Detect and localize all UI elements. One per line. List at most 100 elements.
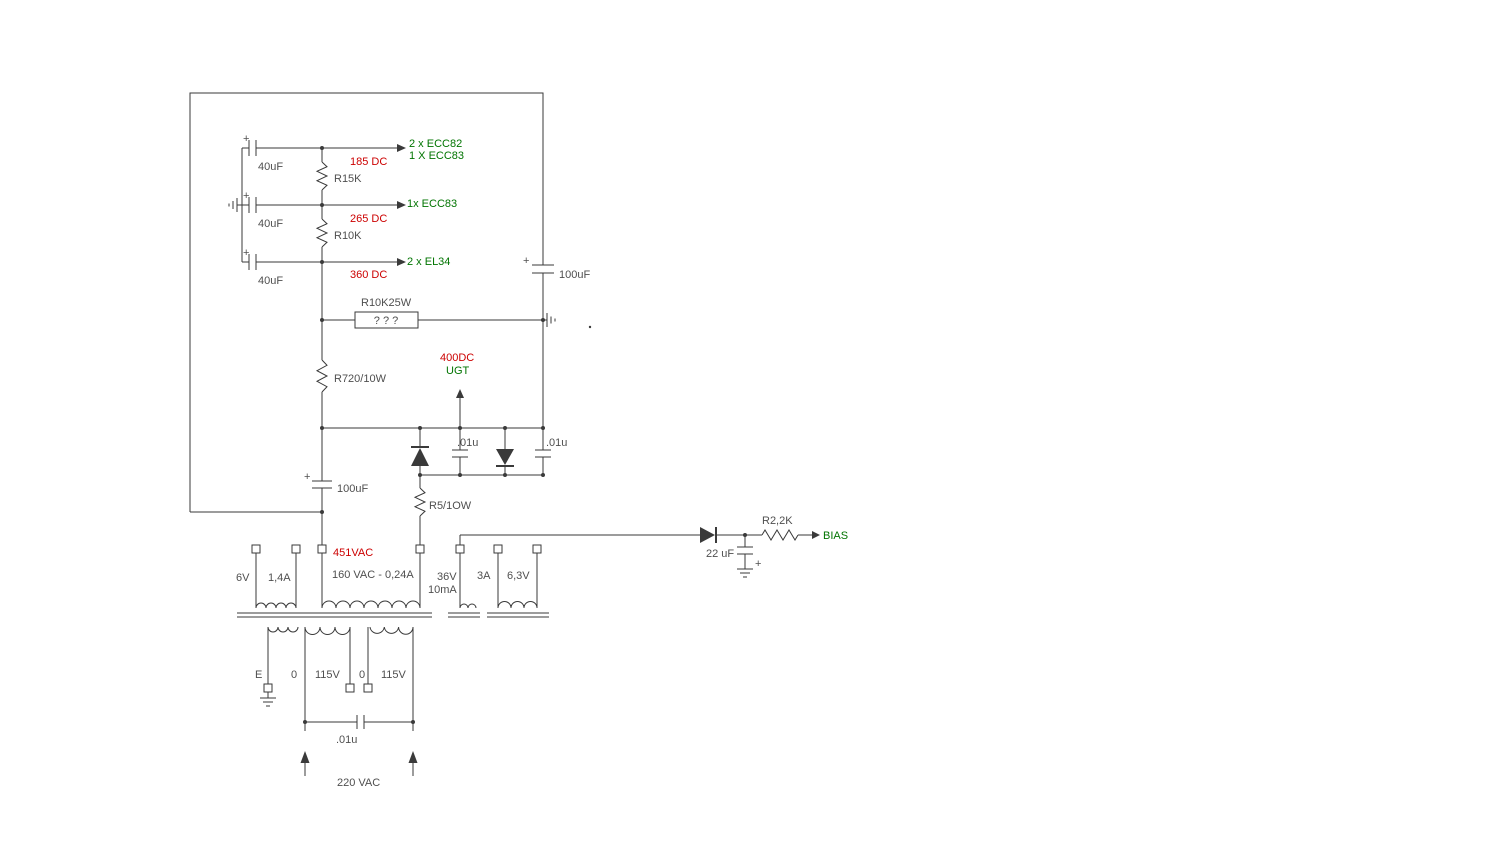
c5-label: 100uF	[559, 269, 590, 281]
heater1-v-label: 6V	[236, 572, 250, 584]
junction-dot	[418, 426, 422, 430]
diode-d2	[496, 428, 514, 475]
arrow-right-icon	[397, 258, 406, 266]
snubber-cap-c7: .01u	[535, 437, 567, 458]
cap-bank: + 40uF + 40uF + 40uF	[228, 133, 283, 287]
terminal-square	[345, 683, 355, 693]
rail1-dest-line1: 2 x ECC82	[409, 138, 462, 150]
resistor-r4: R720/10W	[315, 359, 387, 393]
junction-dot	[458, 473, 462, 477]
heater2-a-label: 3A	[477, 570, 491, 582]
rail3-dest: 2 x EL34	[407, 256, 450, 268]
capacitor-c8: 22 uF +	[706, 535, 761, 578]
line-cap: .01u	[305, 715, 413, 746]
capacitor-c1: + 40uF	[242, 133, 283, 173]
winding-hv	[321, 600, 421, 609]
polarity-plus: +	[755, 558, 761, 570]
terminal-square	[415, 544, 425, 554]
ht-bus: R15K R10K R720/10W	[315, 148, 387, 481]
capacitor-c3: + 40uF	[242, 247, 283, 287]
junction-dot	[320, 426, 324, 430]
junction-dot	[303, 720, 307, 724]
ground-icon	[228, 198, 242, 212]
arrow-right-icon	[397, 144, 406, 152]
primary-winding	[369, 626, 414, 635]
resistor-r1: R15K	[315, 161, 362, 191]
wire	[189, 92, 544, 512]
primary-115b-label: 115V	[381, 669, 407, 681]
resistor-zigzag	[413, 487, 427, 517]
diode-d1	[411, 428, 429, 475]
c6-label: .01u	[457, 437, 478, 449]
junction-dot	[418, 473, 422, 477]
polarity-plus: +	[243, 133, 249, 145]
bias-winding-a-label: 10mA	[428, 584, 457, 596]
diode-triangle	[700, 527, 715, 543]
rail1-dest-line2: 1 X ECC83	[409, 150, 464, 162]
c4-label: 100uF	[337, 483, 368, 495]
arrow-up-icon	[300, 751, 310, 763]
hv-terminal-label: 451VAC	[333, 547, 373, 559]
terminal-square	[263, 683, 273, 693]
r5-label: R5/1OW	[429, 500, 472, 512]
resistor-zigzag	[761, 529, 799, 541]
r3-value: ? ? ?	[374, 315, 398, 327]
junction-dot	[541, 426, 545, 430]
polarity-plus: +	[243, 190, 249, 202]
rail3-voltage: 360 DC	[350, 269, 387, 281]
diode-triangle	[411, 448, 429, 466]
junction-dot	[503, 426, 507, 430]
primary-e-label: E	[255, 669, 262, 681]
arrow-up-icon	[456, 389, 464, 398]
junction-dot	[320, 318, 324, 322]
junction-dot	[743, 533, 747, 537]
terminal-square	[251, 544, 261, 554]
cap-c1-label: 40uF	[258, 161, 283, 173]
r6-label: R2,2K	[762, 515, 793, 527]
ht-output-arrow: 400DC UGT	[440, 352, 474, 428]
junction-dot	[541, 318, 545, 322]
junction-dot	[458, 426, 462, 430]
cap-c2-label: 40uF	[258, 218, 283, 230]
terminal-square	[532, 544, 542, 554]
winding-63v	[497, 601, 538, 609]
r1-label: R15K	[334, 173, 362, 185]
diode-d3	[700, 527, 717, 543]
hv-winding-label: 160 VAC - 0,24A	[332, 569, 414, 581]
line-cap-label: .01u	[336, 734, 357, 746]
resistor-zigzag	[315, 218, 329, 248]
polarity-plus: +	[523, 255, 529, 267]
snubber-cap-c6: .01u	[452, 428, 478, 475]
heater1-a-label: 1,4A	[268, 572, 291, 584]
r4-label: R720/10W	[334, 373, 387, 385]
junction-dots	[303, 146, 747, 724]
resistor-r3-bleeder: ? ? ? R10K25W	[322, 297, 556, 329]
junction-dot	[503, 473, 507, 477]
terminal-square	[493, 544, 503, 554]
ground-icon	[737, 568, 753, 578]
arrow-right-icon	[812, 531, 820, 539]
junction-dot	[320, 510, 324, 514]
r2-label: R10K	[334, 230, 362, 242]
rail2-voltage: 265 DC	[350, 213, 387, 225]
primary-0a-label: 0	[291, 669, 297, 681]
primary-115a-label: 115V	[315, 669, 341, 681]
r3-name: R10K25W	[361, 297, 412, 309]
capacitor-c4: + 100uF 451VAC	[304, 471, 373, 559]
arrow-up-icon	[408, 751, 418, 763]
terminal-square	[363, 683, 373, 693]
winding-36v	[459, 603, 477, 609]
c7-label: .01u	[546, 437, 567, 449]
ground-loop-wire	[189, 92, 544, 513]
bias-supply: 22 uF + R2,2K BIAS	[459, 515, 848, 578]
polarity-plus: +	[304, 471, 310, 483]
junction-dot	[320, 146, 324, 150]
resistor-r2: R10K	[315, 218, 362, 248]
terminal-square	[291, 544, 301, 554]
resistor-zigzag	[315, 161, 329, 191]
winding-6v	[255, 602, 297, 609]
polarity-plus: +	[243, 247, 249, 259]
diode-triangle	[496, 449, 514, 465]
cap-c3-label: 40uF	[258, 275, 283, 287]
